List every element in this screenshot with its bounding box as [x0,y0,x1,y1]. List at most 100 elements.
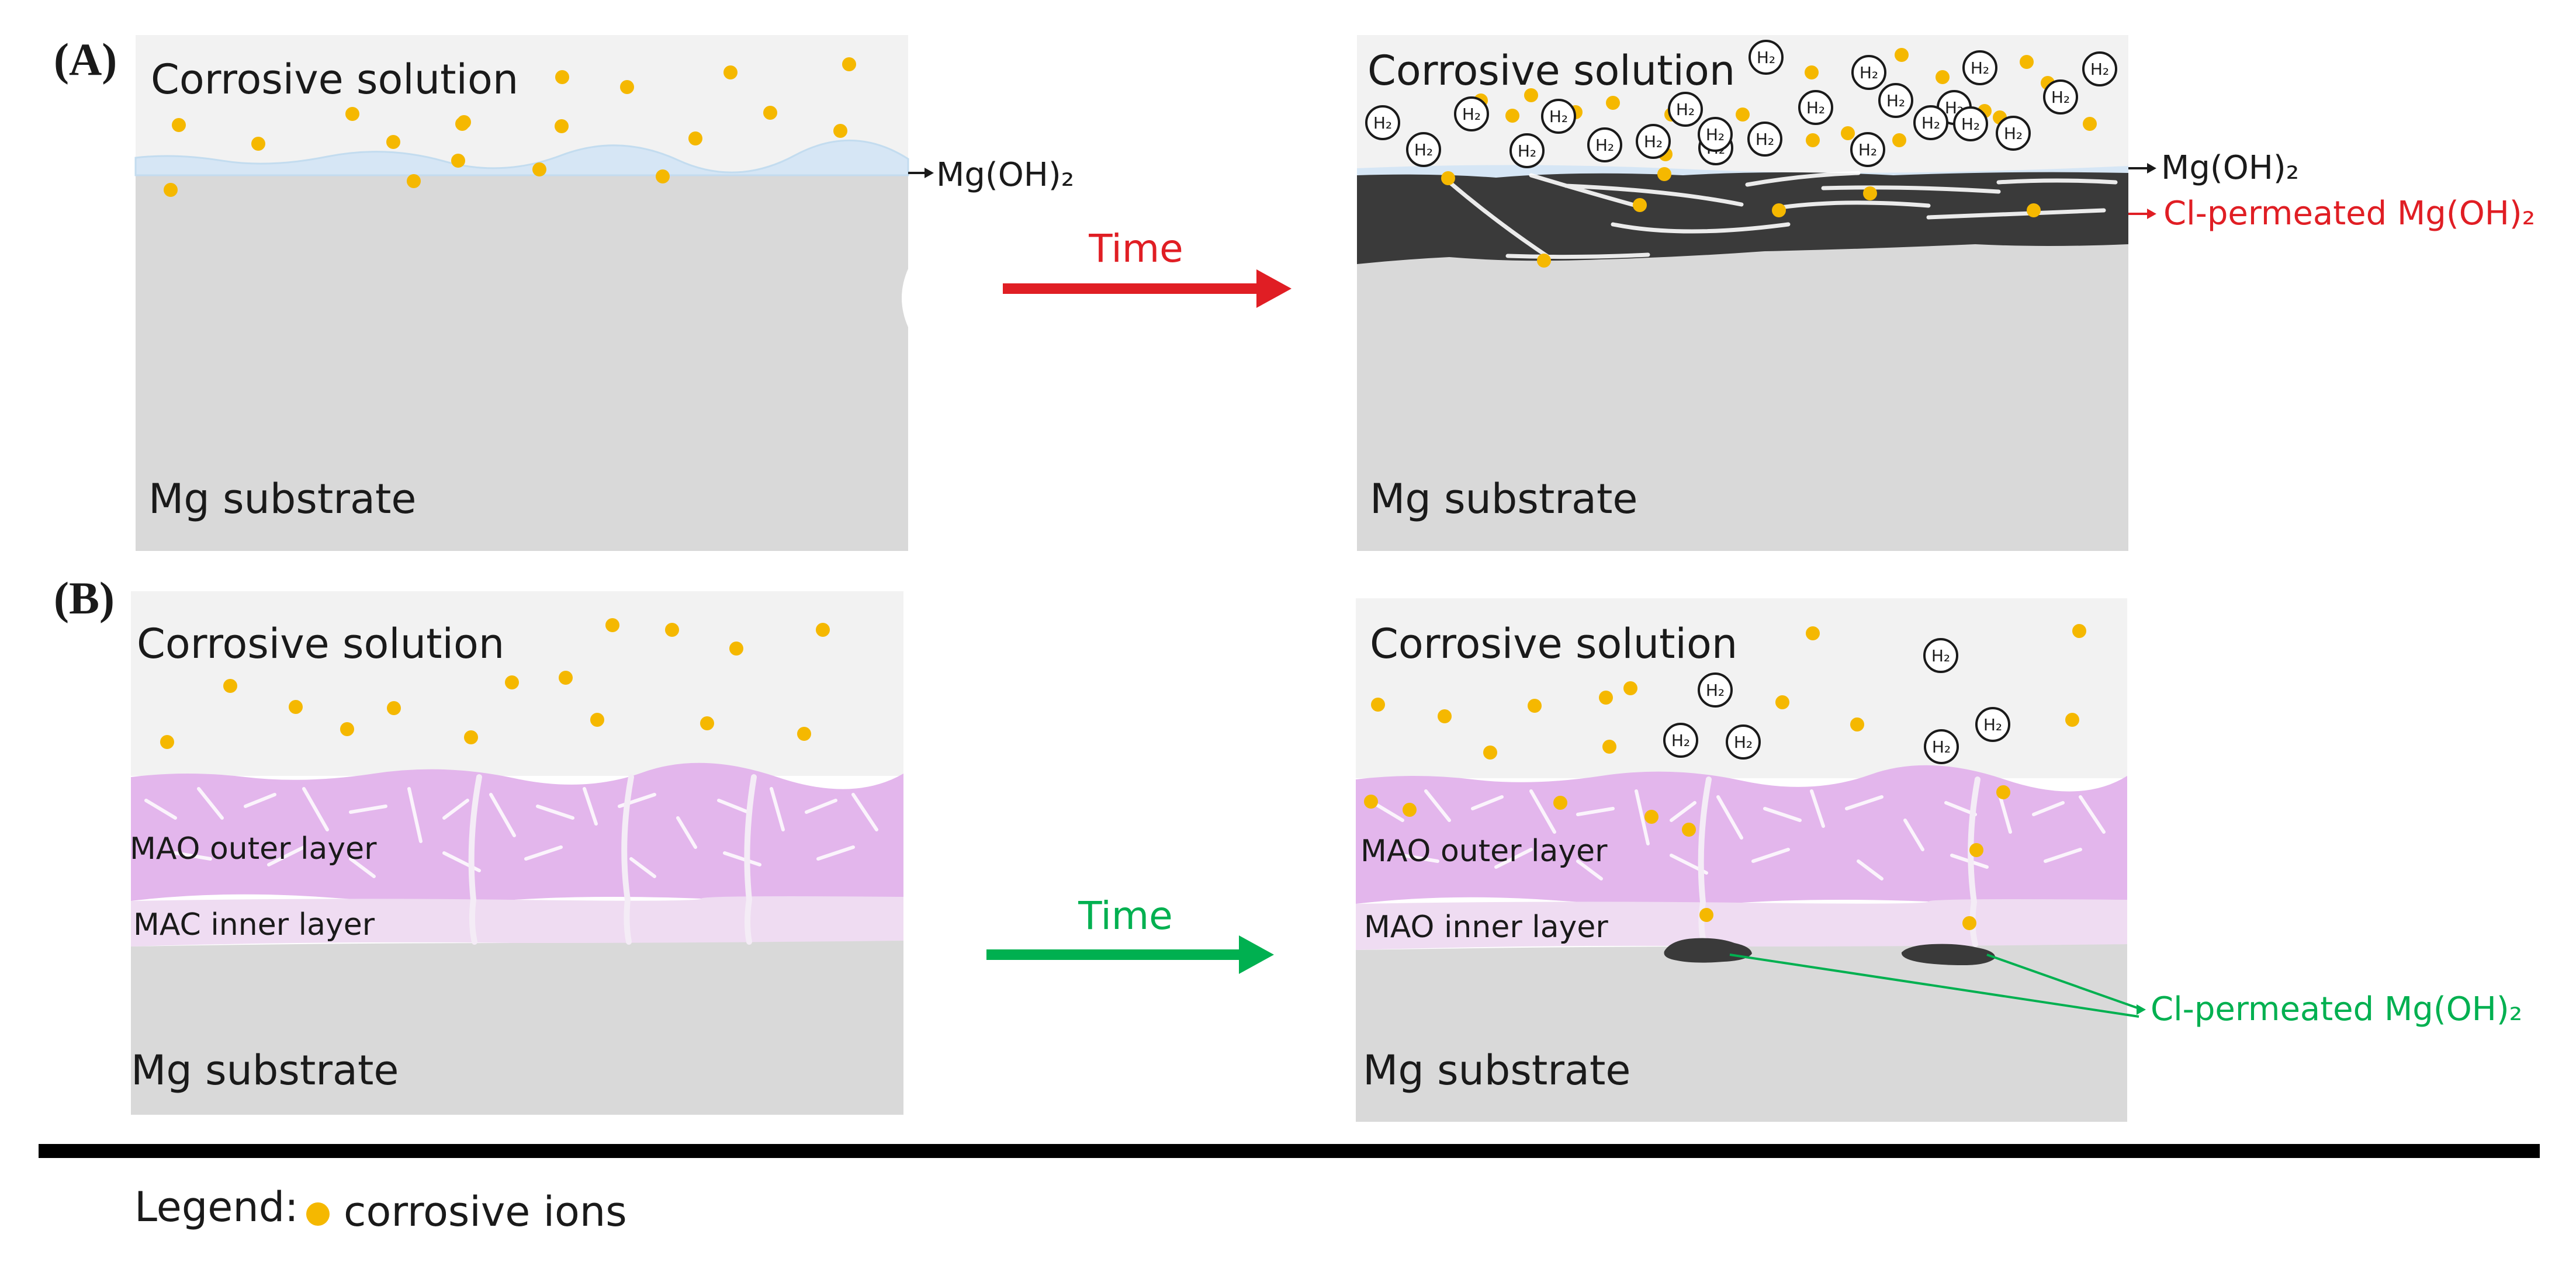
solution-label: Corrosive solution [1367,47,1735,95]
solution-label: Corrosive solution [151,56,518,103]
panel-b-time-arrow: Time [986,893,1274,974]
solution-region [136,35,908,175]
corrosive-ion [172,118,186,132]
h2-bubble-label: H₂ [1373,113,1392,133]
corrosive-ion [1602,740,1616,754]
corrosive-ion [1775,695,1789,709]
h2-bubble-label: H₂ [1549,107,1568,126]
h2-bubble-outline [1851,55,1886,90]
corrosive-ion [1895,48,1909,62]
h2-bubble: H₂ [1587,127,1622,162]
h2-bubble: H₂ [2082,51,2117,86]
corrosive-ion [559,671,573,685]
corrosive-ion [2065,713,2079,727]
corrosive-ion [1657,167,1671,181]
corrosive-ion [340,722,354,736]
corrosive-ion [656,169,670,183]
corrosive-ion [1699,908,1713,922]
time-label: Time [1088,226,1183,271]
divider-rule [39,1144,2540,1158]
h2-bubble-outline [1509,133,1545,168]
h2-bubble: H₂ [1726,724,1761,760]
panel-a-time-arrow: Time [1003,226,1292,308]
corrosive-ion [1806,133,1820,147]
corrosive-ion [1441,171,1455,185]
corrosive-ion [1599,691,1613,705]
mao-pores [144,787,878,878]
h2-bubble-outline [1663,723,1698,758]
time-label: Time [1078,893,1173,938]
corrosion-product-2 [1901,944,1996,965]
h2-bubble: H₂ [1913,105,1948,140]
permeated-pointer-1 [1729,954,2139,1018]
h2-bubble-label: H₂ [1706,681,1725,700]
h2-bubble-label: H₂ [1706,125,1725,144]
h2-bubble-outline [1996,116,2031,151]
corrosive-ion [590,713,604,727]
h2-bubble-outline [1962,50,1997,85]
h2-bubble-outline [1913,105,1948,140]
corrosive-ion [1537,254,1551,268]
h2-bubble: H₂ [1962,50,1997,85]
surface-pit [902,269,908,327]
corrosive-ion [1850,717,1864,731]
corrosive-ion [1644,810,1659,824]
corrosive-ion [2072,624,2086,638]
corrosive-ion [386,135,400,149]
corrosive-ion [532,162,546,176]
h2-bubble: H₂ [1365,105,1400,140]
cl-permeated-layer [1357,172,2128,264]
h2-bubble-label: H₂ [1971,58,1989,78]
panel-a-before: Corrosive solution Mg substrate Mg(OH)₂ [134,35,1074,551]
corrosive-ion [2020,55,2034,69]
h2-bubble-label: H₂ [1806,98,1825,117]
h2-bubble-label: H₂ [1858,140,1877,160]
h2-bubble-label: H₂ [1676,100,1695,119]
h2-bubble-label: H₂ [1414,140,1433,160]
h2-bubble-outline [1798,90,1833,125]
panel-b-label: (B) [54,573,115,623]
corrosive-ion [605,618,619,632]
mao-cracks [468,774,757,945]
h2-bubble-outline [1726,724,1761,760]
corrosive-ion [1892,133,1906,147]
ion-group-a-before [164,57,856,197]
ion-group-b-before [160,618,830,749]
corrosive-ion [1524,88,1538,102]
h2-bubble-outline [1924,729,1959,764]
h2-bubble: H₂ [1454,96,1489,131]
corrosive-ion [797,727,811,741]
h2-bubble-label: H₂ [1644,132,1663,151]
h2-bubble-label: H₂ [1886,91,1905,110]
permeated-label: Cl-permeated Mg(OH)₂ [2163,195,2535,233]
solution-label: Corrosive solution [137,620,504,668]
corrosive-ion [1863,186,1877,200]
h2-bubble: H₂ [1749,40,1784,75]
h2-bubble: H₂ [2043,79,2078,115]
h2-bubble-label: H₂ [1921,113,1940,133]
corrosive-ion [407,174,421,188]
h2-bubble-outline [1541,99,1576,134]
corrosive-ion [1806,626,1820,640]
h2-bubble-label: H₂ [1734,733,1753,752]
panel-a: (A) Corrosive solution Mg substrate Mg(O… [54,34,2535,551]
h2-bubble-outline [1923,638,1958,673]
h2-bubble-label: H₂ [1518,141,1536,161]
corrosive-ion [164,183,178,197]
panel-a-label: (A) [54,34,117,85]
corrosive-ion [1364,795,1378,809]
h2-bubble-outline [1587,127,1622,162]
h2-bubble: H₂ [1878,83,1913,118]
h2-bubble-outline [1406,132,1441,167]
h2-bubble-label: H₂ [1756,130,1774,149]
mg-substrate-region [1356,944,2127,1122]
h2-bubble: H₂ [1924,729,1959,764]
h2-bubble-label: H₂ [1932,737,1951,757]
corrosive-ion [1996,785,2010,799]
mao-inner-layer [1356,899,2127,950]
h2-bubble-label: H₂ [1860,63,1878,82]
